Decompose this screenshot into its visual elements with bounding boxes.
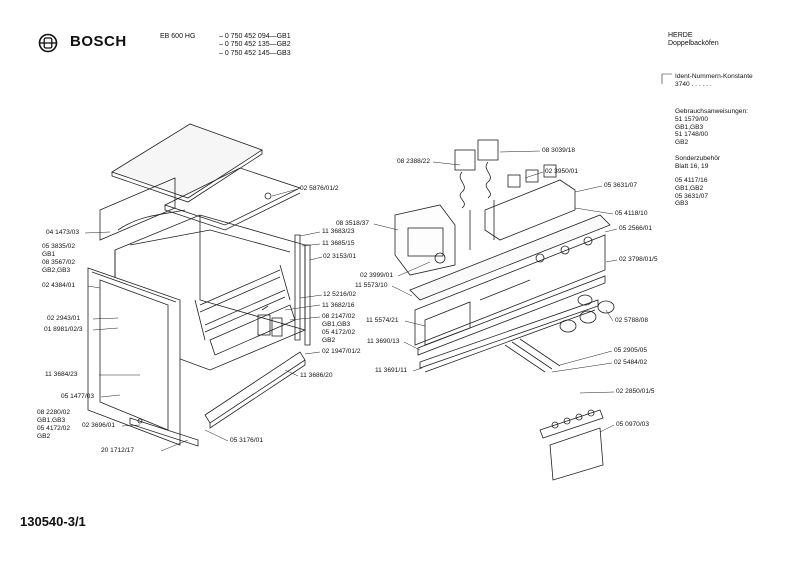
variant-list: – 0 750 452 094—GB1 – 0 750 452 135—GB2 … xyxy=(219,33,291,58)
category-line: HERDE xyxy=(668,32,693,39)
part-label: 08 2280/02 xyxy=(37,409,71,416)
ident-value: 3740 . . . . . . xyxy=(675,80,712,88)
variant-item: – 0 750 452 145—GB3 xyxy=(219,49,291,57)
part-label: 05 4172/02 xyxy=(322,329,356,336)
part-label: 11 3684/23 xyxy=(45,371,78,378)
control-knobs xyxy=(559,294,615,333)
part-label: GB1 xyxy=(42,251,56,258)
part-label: 02 2943/01 xyxy=(47,315,81,322)
part-label: 02 2850/01/5 xyxy=(616,388,655,395)
part-label: 02 3950/01 xyxy=(545,168,579,175)
part-label: 02 3153/01 xyxy=(323,253,357,260)
part-label: 08 2388/22 xyxy=(397,158,431,165)
part-label: GB1,GB3 xyxy=(322,321,351,328)
model-number: EB 600 HG xyxy=(160,33,196,40)
part-label: GB2,GB3 xyxy=(42,267,71,274)
instructions-line: 51 1748/00 xyxy=(675,131,709,139)
part-label: 05 4172/02 xyxy=(37,425,71,432)
part-label: 02 5876/01/2 xyxy=(300,185,339,192)
instructions-line: Gebrauchsanweisungen: xyxy=(675,108,748,115)
part-label: GB1,GB3 xyxy=(37,417,66,424)
extra-parts-line: GB1,GB2 xyxy=(675,184,704,192)
part-label: 05 2566/01 xyxy=(619,225,653,232)
timer-unit xyxy=(394,204,456,276)
accessories-line: Sonderzubehör xyxy=(675,155,721,162)
part-label: 11 5573/10 xyxy=(355,282,388,289)
part-label: 20 1712/17 xyxy=(101,447,135,454)
part-label: 02 5484/02 xyxy=(614,359,648,366)
part-label: GB2 xyxy=(322,337,336,344)
leader-lines xyxy=(84,150,618,452)
hinge-parts xyxy=(257,305,283,337)
part-label: 04 1473/03 xyxy=(46,229,80,236)
document-number: 130540-3/1 xyxy=(20,514,86,529)
vertical-trim-strips xyxy=(294,234,311,346)
part-label: 02 4384/01 xyxy=(42,282,76,289)
part-label: 11 3683/23 xyxy=(322,228,355,235)
selector-switch-block xyxy=(484,164,576,241)
extra-parts-line: GB3 xyxy=(675,200,689,208)
part-label: 08 3518/37 xyxy=(336,220,370,227)
side-rails xyxy=(194,264,296,356)
accessories-block: Sonderzubehör Blatt 16, 19 xyxy=(675,155,720,171)
ident-title: Ident-Nummern-Konstante xyxy=(675,73,753,80)
insulation-panel xyxy=(99,177,186,241)
accessories-line: Blatt 16, 19 xyxy=(675,162,709,170)
part-label: 11 3685/15 xyxy=(322,240,355,247)
part-label: 08 3567/02 xyxy=(42,259,76,266)
part-label: 02 3798/01/5 xyxy=(619,256,658,263)
extra-parts-line: 05 3631/07 xyxy=(675,192,709,200)
oven-top-cover xyxy=(111,123,263,203)
part-label: 05 3176/01 xyxy=(230,437,264,444)
part-label: 02 5788/08 xyxy=(615,317,649,324)
part-label: 05 0970/03 xyxy=(616,421,650,428)
part-label: 11 3690/13 xyxy=(367,338,400,345)
switch-rods xyxy=(504,338,561,373)
part-label: 05 2905/05 xyxy=(614,347,648,354)
part-label: 02 3999/01 xyxy=(360,272,394,279)
instructions-line: GB1,GB3 xyxy=(675,123,704,131)
part-label: 02 3696/01 xyxy=(82,422,116,429)
control-panel xyxy=(409,214,611,346)
part-label: 11 3691/11 xyxy=(375,367,408,374)
variant-item: – 0 750 452 094—GB1 xyxy=(219,33,291,40)
part-label: 11 5574/21 xyxy=(366,317,399,324)
ident-block: Ident-Nummern-Konstante 3740 . . . . . . xyxy=(675,73,753,89)
part-label: 11 3686/20 xyxy=(300,372,333,379)
top-panel xyxy=(163,167,302,231)
part-label: 01 8981/02/3 xyxy=(44,326,83,333)
part-label: 05 3835/02 xyxy=(42,243,76,250)
part-label: 12 5216/02 xyxy=(323,291,357,298)
instructions-line: GB2 xyxy=(675,139,689,147)
thermostat-switches xyxy=(454,139,499,250)
instructions-line: 51 1579/00 xyxy=(675,115,709,123)
brand-name: BOSCH xyxy=(70,33,127,50)
part-label: 05 3631/07 xyxy=(604,182,638,189)
part-label: 08 3039/18 xyxy=(542,147,576,154)
extra-parts-line: 05 4117/16 xyxy=(675,177,708,184)
bosch-logo-icon xyxy=(38,33,58,58)
instructions-block: Gebrauchsanweisungen: 51 1579/00 GB1,GB3… xyxy=(675,108,748,147)
part-label: GB2 xyxy=(37,433,51,440)
part-label: 02 1947/01/2 xyxy=(322,348,361,355)
door-bottom-strip xyxy=(129,417,199,447)
part-label: 11 3682/16 xyxy=(322,302,355,309)
bottom-bracket xyxy=(204,351,306,429)
oven-door xyxy=(87,267,181,446)
part-label: 08 2147/02 xyxy=(322,313,356,320)
extra-parts-block: 05 4117/16 GB1,GB2 05 3631/07 GB3 xyxy=(675,177,708,208)
part-label: 05 1477/03 xyxy=(61,393,95,400)
variant-item: – 0 750 452 135—GB2 xyxy=(219,41,291,49)
part-label: 05 4118/10 xyxy=(615,210,648,217)
lamp-holder-assembly xyxy=(539,409,604,481)
category-line: Doppelbacköfen xyxy=(668,40,719,48)
category: HERDE Doppelbacköfen xyxy=(668,32,719,49)
